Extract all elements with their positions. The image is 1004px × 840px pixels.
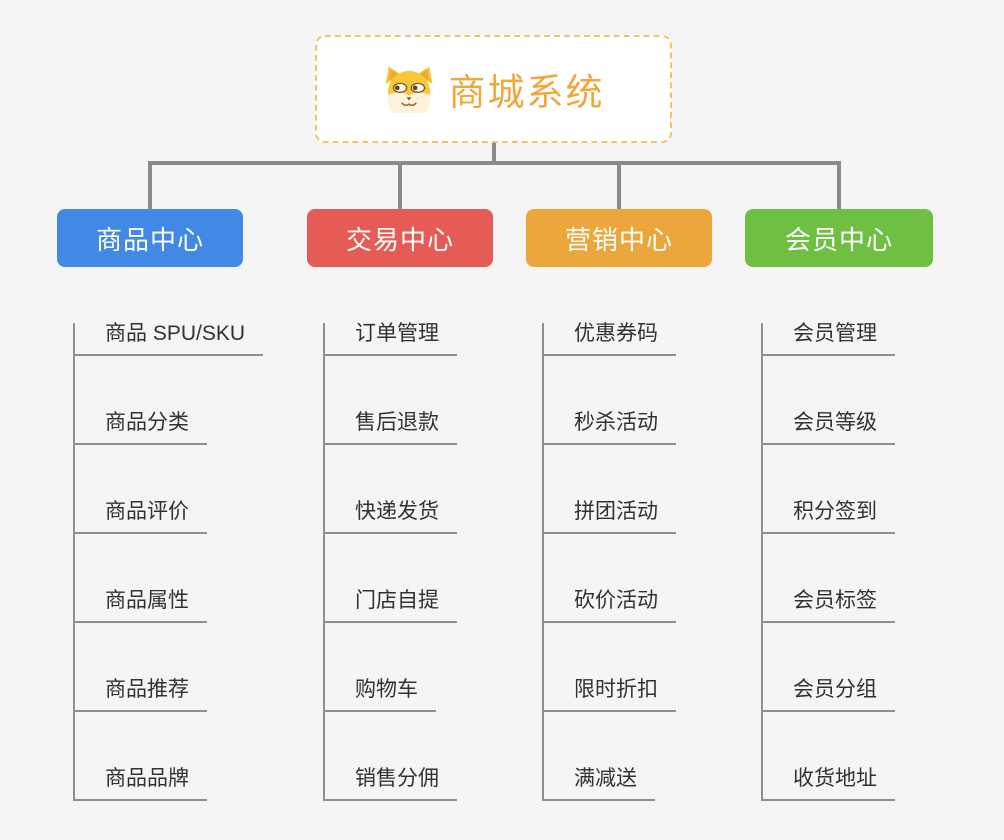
mindmap-item[interactable]: 收货地址 <box>763 768 895 801</box>
mindmap-item[interactable]: 积分签到 <box>763 501 895 534</box>
branch-items-trade-center: 订单管理 售后退款 快递发货 门店自提 购物车 销售分佣 <box>323 323 493 801</box>
mindmap-item[interactable]: 会员管理 <box>763 323 895 356</box>
mindmap-item[interactable]: 砍价活动 <box>544 590 676 623</box>
dog-icon <box>383 66 435 113</box>
mindmap-item[interactable]: 拼团活动 <box>544 501 676 534</box>
connector-drop-marketing <box>617 162 621 209</box>
mindmap-item[interactable]: 限时折扣 <box>544 679 676 712</box>
connector-horizontal-bus <box>148 161 841 165</box>
branch-items-marketing-center: 优惠券码 秒杀活动 拼团活动 砍价活动 限时折扣 满减送 <box>542 323 712 801</box>
mindmap-item[interactable]: 会员标签 <box>763 590 895 623</box>
branch-box-trade-center[interactable]: 交易中心 <box>307 209 493 267</box>
mindmap-item[interactable]: 门店自提 <box>325 590 457 623</box>
connector-root-trunk <box>492 143 496 163</box>
branch-box-member-center[interactable]: 会员中心 <box>745 209 933 267</box>
mindmap-item[interactable]: 购物车 <box>325 679 436 712</box>
mindmap-item[interactable]: 售后退款 <box>325 412 457 445</box>
branch-items-member-center: 会员管理 会员等级 积分签到 会员标签 会员分组 收货地址 <box>761 323 933 801</box>
root-title: 商城系统 <box>448 72 605 113</box>
mindmap-item[interactable]: 会员分组 <box>763 679 895 712</box>
root-node[interactable]: 商城系统 <box>315 35 672 143</box>
mindmap-item[interactable]: 商品评价 <box>75 501 207 534</box>
connector-drop-trade <box>398 162 402 209</box>
branch-product-center: 商品中心 商品 SPU/SKU 商品分类 商品评价 商品属性 商品推荐 商品品牌 <box>57 209 264 801</box>
branch-trade-center: 交易中心 订单管理 售后退款 快递发货 门店自提 购物车 销售分佣 <box>307 209 493 801</box>
mindmap-item[interactable]: 商品推荐 <box>75 679 207 712</box>
connector-drop-product <box>148 162 152 209</box>
mindmap-item[interactable]: 优惠券码 <box>544 323 676 356</box>
mindmap-item[interactable]: 商品品牌 <box>75 768 207 801</box>
connector-drop-member <box>837 162 841 209</box>
branch-marketing-center: 营销中心 优惠券码 秒杀活动 拼团活动 砍价活动 限时折扣 满减送 <box>526 209 712 801</box>
mindmap-item[interactable]: 订单管理 <box>325 323 457 356</box>
mindmap-item[interactable]: 销售分佣 <box>325 768 457 801</box>
mindmap-item[interactable]: 会员等级 <box>763 412 895 445</box>
branch-items-product-center: 商品 SPU/SKU 商品分类 商品评价 商品属性 商品推荐 商品品牌 <box>73 323 264 801</box>
branch-box-product-center[interactable]: 商品中心 <box>57 209 243 267</box>
mindmap-item[interactable]: 满减送 <box>544 768 655 801</box>
mindmap-item[interactable]: 商品分类 <box>75 412 207 445</box>
mindmap-item[interactable]: 秒杀活动 <box>544 412 676 445</box>
mindmap-item[interactable]: 商品属性 <box>75 590 207 623</box>
mindmap-item[interactable]: 商品 SPU/SKU <box>75 323 264 356</box>
branch-box-marketing-center[interactable]: 营销中心 <box>526 209 712 267</box>
branch-member-center: 会员中心 会员管理 会员等级 积分签到 会员标签 会员分组 收货地址 <box>745 209 933 801</box>
mindmap-item[interactable]: 快递发货 <box>325 501 457 534</box>
